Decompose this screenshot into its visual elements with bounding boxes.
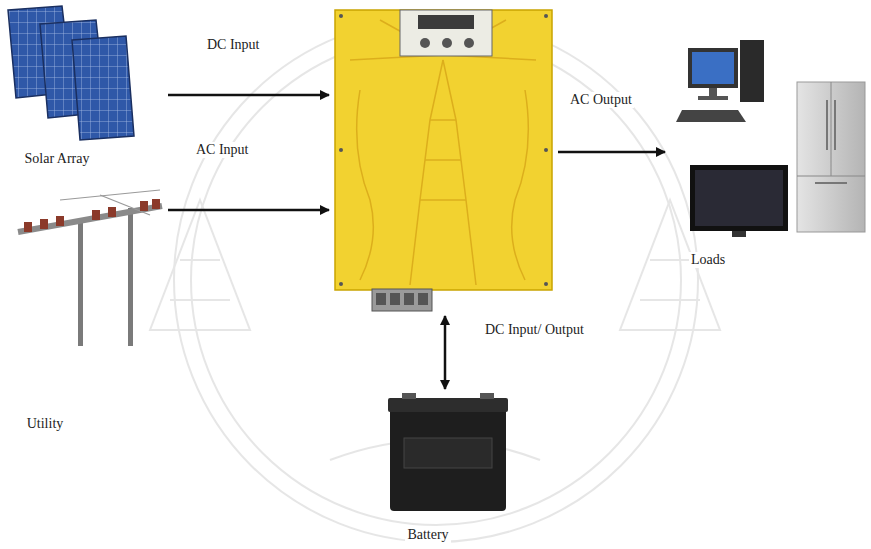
inverter-illustration-part-part [410,60,476,285]
inverter-illustration-part [418,15,474,29]
solar-array-illustration [8,6,134,140]
inverter-illustration-part [404,293,414,305]
node-caption: Utility [25,416,66,432]
utility-pole-illustration-part [40,219,48,229]
inverter-illustration-part [544,148,548,152]
flow-arrow [168,94,329,97]
loads-illustration-part [690,165,788,231]
battery-illustration-part [404,438,492,468]
battery-illustration [388,393,508,511]
inverter-illustration-part [418,293,428,305]
node-caption: Battery [405,527,450,543]
utility-pole-illustration-part [100,195,150,215]
inverter-illustration-part [350,20,536,285]
node-caption: Loads [689,252,727,268]
loads-illustration-part [815,182,847,184]
inverter-illustration-part-part [420,120,466,200]
inverter-illustration-part [339,148,343,152]
node-caption: Solar Array [23,151,92,167]
loads-node: Loads [668,30,866,275]
inverter-illustration-part [544,282,548,286]
flow-arrow [168,209,329,212]
loads-illustration-part [834,100,836,150]
utility-pole-illustration-part [128,208,133,346]
loads-illustration-part [709,88,717,96]
battery-node: Battery [380,392,515,547]
utility-pole-illustration-part [78,222,83,346]
inverter-illustration-part [339,14,343,18]
loads-illustration-part [797,176,865,177]
loads-illustration-part [826,100,828,150]
solar-array-illustration-part [72,36,134,140]
flow-arrow [558,151,665,154]
utility-node: Utility [5,172,165,434]
inverter-illustration [335,10,552,311]
flow-arrow [444,316,447,389]
solar-array-node: Solar Array [5,5,165,170]
inverter-illustration-part [442,38,452,48]
loads-illustration-part [698,96,728,100]
loads-illustration [676,40,865,237]
inverter-illustration-part [372,289,432,311]
loads-illustration-part [732,231,746,237]
inverter-illustration-part [464,38,474,48]
connector-label: DC Input/ Output [483,322,586,338]
inverter-illustration-part [390,293,400,305]
utility-pole-illustration [18,190,162,346]
utility-pole-illustration-part [108,207,116,217]
inverter-illustration-part [400,10,492,56]
utility-pole-illustration-part [24,222,32,232]
battery-illustration-part [388,398,508,412]
utility-pole-illustration-part [140,201,148,211]
loads-illustration-part [688,48,738,88]
inverter-illustration-part [339,282,343,286]
loads-illustration-part [695,170,783,226]
inverter-illustration-part [376,293,386,305]
watermark-part [150,200,250,330]
loads-illustration-part [676,110,746,122]
loads-illustration-part [831,82,832,176]
loads-illustration-part [692,52,734,84]
inverter-illustration-part [544,14,548,18]
connector-label: AC Input [194,142,251,158]
utility-pole-illustration-part [152,199,160,209]
battery-illustration-part [402,393,416,399]
inverter-node [332,8,555,313]
inverter-illustration-part [420,38,430,48]
utility-pole-illustration-part [92,210,100,220]
connector-label: DC Input [205,37,262,53]
connector-label: AC Output [568,92,634,108]
loads-illustration-part [740,40,764,102]
battery-illustration-part [480,393,494,399]
loads-illustration-part [797,82,865,232]
inverter-illustration-part [335,10,552,290]
battery-illustration-part [390,405,506,511]
utility-pole-illustration-part [56,216,64,226]
inverter-illustration-part-part [357,90,529,280]
